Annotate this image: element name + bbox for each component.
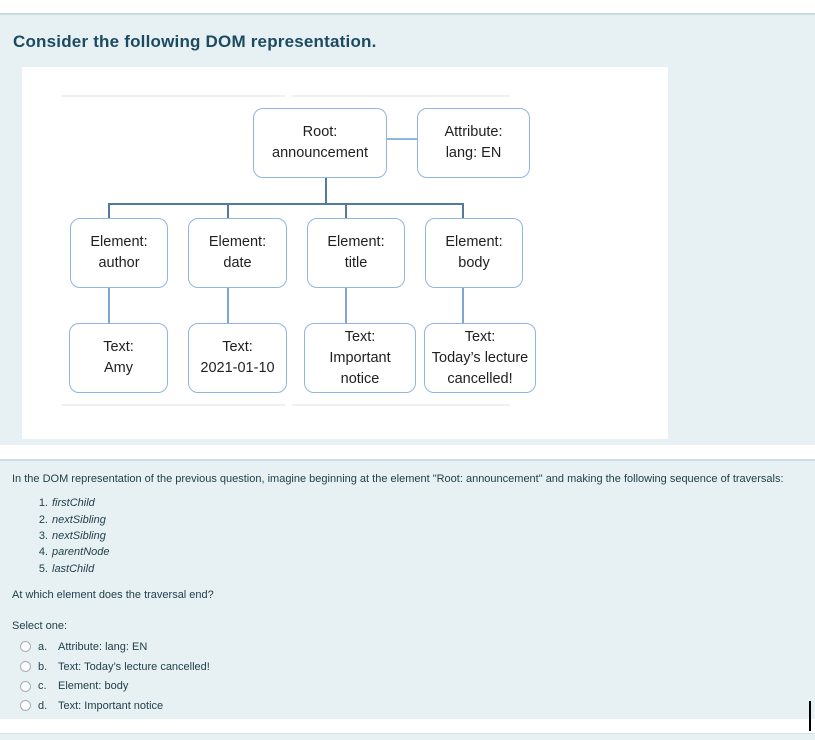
node-line: Element: (327, 234, 385, 250)
node-text-todays-lecture: Text: Today’s lecture cancelled! (424, 323, 536, 393)
traversal-step: 1. firstChild (36, 495, 110, 511)
node-text-amy: Text: Amy (69, 323, 168, 393)
text-cursor (809, 701, 811, 731)
connector-date-text (227, 288, 229, 323)
node-element-body: Element: body (425, 218, 523, 288)
option-text: Text: Important notice (58, 699, 164, 712)
node-line: title (344, 255, 368, 271)
connector-body-text (462, 288, 464, 323)
node-line: body (458, 255, 490, 271)
option-letter: c. (38, 680, 47, 693)
node-text-date: Text: 2021-01-10 (188, 323, 287, 393)
option-text: Text: Today’s lecture cancelled! (58, 660, 210, 673)
option-letter: a. (38, 640, 48, 653)
traversal-step: 2. nextSibling (36, 511, 110, 527)
node-line: Attribute: (444, 124, 503, 140)
scan-artifact-line (61, 404, 285, 406)
node-line: Today’s lecture (431, 349, 529, 366)
question-prompt: At which element does the traversal end? (12, 589, 214, 601)
scan-artifact-line (292, 404, 510, 406)
step-label: lastChild (52, 562, 95, 575)
node-line: cancelled! (447, 370, 513, 387)
node-line: author (98, 255, 140, 271)
traversal-step: 4. parentNode (36, 544, 110, 560)
option-text: Attribute: lang: EN (58, 640, 148, 653)
traversal-steps-list: 1. firstChild 2. nextSibling 3. nextSibl… (36, 495, 110, 577)
option-letter: b. (38, 660, 48, 673)
node-line: Text: (103, 339, 134, 355)
answer-option-d[interactable]: d. Text: Important notice (12, 696, 210, 716)
node-element-author: Element: author (70, 218, 168, 288)
step-number: 3. (38, 529, 48, 542)
node-line: Root: (302, 124, 338, 140)
option-text: Element: body (58, 680, 129, 693)
step-number: 4. (38, 546, 48, 559)
dom-diagram-image: Root: announcement Attribute: lang: EN E… (22, 67, 668, 439)
traversal-step: 3. nextSibling (36, 528, 110, 544)
connector-title-text (345, 288, 347, 323)
node-line: notice (340, 370, 380, 387)
node-line: Important (329, 349, 391, 366)
option-letter: d. (38, 699, 48, 712)
traversal-step: 5. lastChild (36, 561, 110, 577)
step-label: firstChild (52, 497, 95, 510)
question-intro-heading: Consider the following DOM representatio… (13, 32, 377, 51)
scan-artifact-line (61, 95, 285, 97)
node-element-title: Element: title (307, 218, 405, 288)
step-label: nextSibling (52, 513, 106, 526)
node-line: Text: (222, 339, 253, 355)
option-radio[interactable] (20, 641, 31, 653)
connector-root-attribute (387, 138, 417, 140)
connector-author-text (108, 288, 110, 323)
node-line: Text: (464, 328, 496, 345)
next-section-strip (0, 733, 815, 740)
step-number: 1. (38, 497, 48, 510)
node-line: date (223, 255, 252, 271)
step-number: 5. (38, 562, 48, 575)
node-line: Element: (208, 234, 267, 250)
question-intro-text: In the DOM representation of the previou… (12, 473, 784, 485)
answer-options: a. Attribute: lang: EN b. Text: Today’s … (12, 637, 210, 716)
node-line: Element: (445, 234, 503, 250)
connector-horizontal-bus (108, 203, 464, 205)
scan-artifact-line (292, 95, 510, 97)
answer-option-a[interactable]: a. Attribute: lang: EN (12, 637, 210, 657)
option-radio[interactable] (20, 680, 31, 692)
connector-drop-body (462, 204, 464, 218)
option-radio[interactable] (20, 700, 31, 712)
question-section: In the DOM representation of the previou… (0, 459, 815, 719)
node-root-announcement: Root: announcement (253, 108, 387, 178)
node-attribute-lang: Attribute: lang: EN (417, 108, 530, 178)
connector-drop-date (227, 204, 229, 218)
node-line: 2021-01-10 (200, 360, 275, 376)
answer-option-c[interactable]: c. Element: body (12, 676, 210, 696)
node-line: Amy (104, 360, 133, 376)
node-line: Text: (344, 328, 376, 345)
step-label: nextSibling (52, 529, 106, 542)
node-line: Element: (90, 234, 148, 250)
connector-root-down (325, 178, 327, 204)
connector-drop-author (108, 204, 110, 218)
node-line: lang: EN (445, 145, 502, 161)
step-label: parentNode (52, 546, 110, 559)
connector-drop-title (345, 204, 347, 218)
node-text-important-notice: Text: Important notice (304, 323, 416, 393)
option-radio[interactable] (20, 661, 31, 673)
answer-option-b[interactable]: b. Text: Today’s lecture cancelled! (12, 657, 210, 677)
step-number: 2. (38, 513, 48, 526)
node-line: announcement (272, 145, 368, 161)
node-element-date: Element: date (188, 218, 287, 288)
select-one-label: Select one: (12, 620, 68, 632)
